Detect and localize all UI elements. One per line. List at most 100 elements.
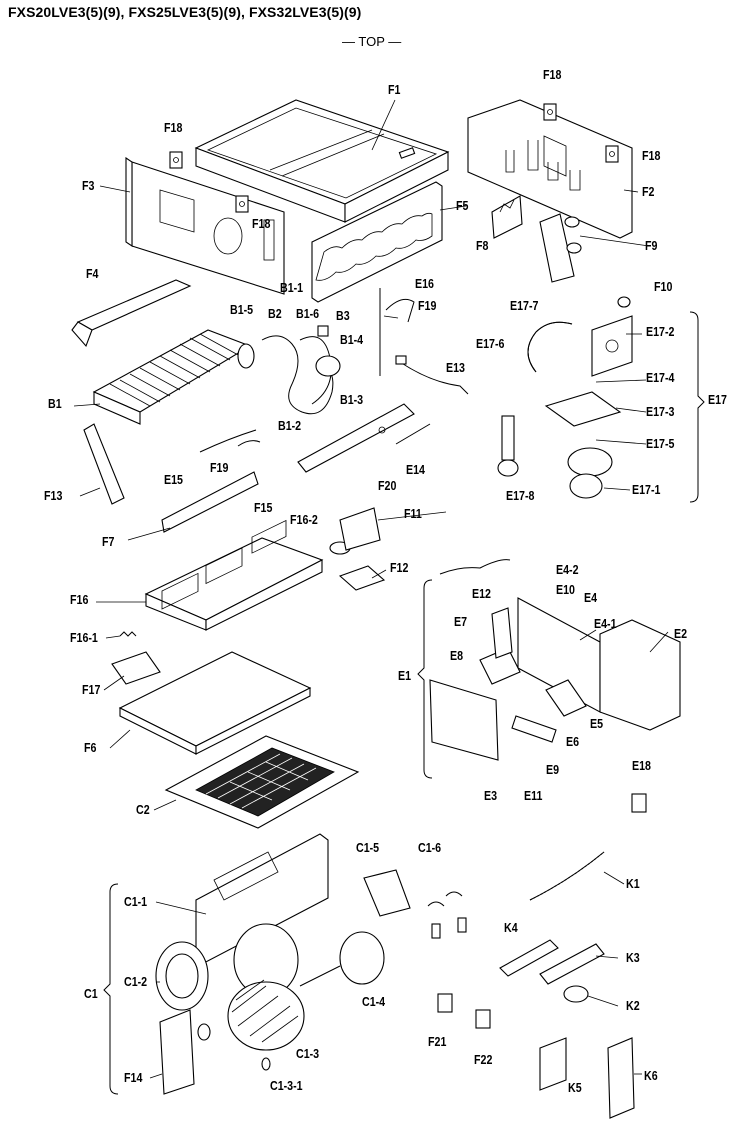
label-e4-2: E4-2 (556, 562, 579, 577)
part-f1-top-plate (194, 99, 450, 223)
label-e4-1: E4-1 (594, 616, 617, 631)
part-f12-plate (338, 565, 386, 591)
part-f7-plate (161, 471, 259, 533)
label-e12: E12 (472, 586, 491, 601)
part-f16-drain-pan (144, 519, 351, 631)
label-b3: B3 (336, 308, 350, 323)
label-f18: F18 (543, 67, 562, 82)
label-e15: E15 (164, 472, 183, 487)
label-f14: F14 (124, 1070, 143, 1085)
part-f15-rail (297, 403, 415, 473)
label-f22: F22 (474, 1052, 493, 1067)
diagram-title: FXS20LVE3(5)(9), FXS25LVE3(5)(9), FXS32L… (8, 4, 362, 20)
part-b1-heat-exchanger (92, 329, 255, 425)
label-e17-1: E17-1 (632, 482, 661, 497)
group-brackets (103, 311, 705, 1095)
label-e8: E8 (450, 648, 464, 663)
part-f2-right-panel (467, 99, 633, 239)
part-e14-rod (395, 423, 431, 445)
part-k6-sheet (607, 1037, 635, 1119)
label-f13: F13 (44, 488, 63, 503)
part-c1-5-bracket (363, 869, 411, 917)
label-e2: E2 (674, 626, 688, 641)
label-f3: F3 (82, 178, 95, 193)
part-e16-rod (379, 288, 415, 376)
label-e17-5: E17-5 (646, 436, 675, 451)
label-f18: F18 (164, 120, 183, 135)
label-f18: F18 (642, 148, 661, 163)
part-e17-drain-pump-assembly (497, 296, 633, 499)
part-c1-3-fan-rotor (227, 979, 305, 1071)
part-c1-4-motor (299, 931, 385, 987)
label-b1-2: B1-2 (278, 418, 302, 433)
label-f2: F2 (642, 184, 655, 199)
view-subtitle: — TOP — (342, 34, 402, 49)
label-e17-6: E17-6 (476, 336, 505, 351)
part-f14-bracket (159, 1009, 211, 1095)
label-e13: E13 (446, 360, 465, 375)
label-c1-3: C1-3 (296, 1046, 320, 1061)
label-e17-3: E17-3 (646, 404, 675, 419)
label-c1-2: C1-2 (124, 974, 148, 989)
label-f8: F8 (476, 238, 489, 253)
label-c1-6: C1-6 (418, 840, 442, 855)
label-f6: F6 (84, 740, 97, 755)
part-c1-2-bell-mouth (155, 941, 209, 1011)
label-e17: E17 (708, 392, 727, 407)
label-k5: K5 (568, 1080, 582, 1095)
label-c1: C1 (84, 986, 98, 1001)
label-e5: E5 (590, 716, 604, 731)
label-e16: E16 (415, 276, 434, 291)
part-f18-clip-set (169, 103, 619, 213)
part-b1-piping (261, 325, 341, 415)
label-b2: B2 (268, 306, 282, 321)
part-f4-top-plate (71, 279, 192, 348)
label-e10: E10 (556, 582, 575, 597)
label-f10: F10 (654, 279, 673, 294)
label-b1-1: B1-1 (280, 280, 304, 295)
label-f21: F21 (428, 1034, 447, 1049)
label-b1-5: B1-5 (230, 302, 254, 317)
label-k2: K2 (626, 998, 640, 1013)
label-f19: F19 (210, 460, 229, 475)
label-e14: E14 (406, 462, 425, 477)
leader-lines (73, 99, 669, 1079)
part-k2-clamp (563, 985, 589, 1003)
part-f5-front-panel (311, 181, 443, 303)
part-k3-insulation (539, 943, 605, 985)
label-b1: B1 (48, 396, 62, 411)
part-e15-sensor (199, 429, 261, 453)
label-c1-1: C1-1 (124, 894, 148, 909)
part-c2-grille (164, 735, 360, 829)
label-k6: K6 (644, 1068, 658, 1083)
label-f16-2: F16-2 (290, 512, 318, 527)
part-k4-insulation (499, 939, 559, 977)
label-f4: F4 (86, 266, 99, 281)
label-f11: F11 (404, 506, 422, 521)
label-k3: K3 (626, 950, 640, 965)
label-e17-7: E17-7 (510, 298, 539, 313)
label-k1: K1 (626, 876, 640, 891)
label-c1-3-1: C1-3-1 (270, 1078, 303, 1093)
label-e3: E3 (484, 788, 498, 803)
label-e4: E4 (584, 590, 598, 605)
part-c1-fan-housing (195, 833, 329, 997)
part-f13-support (83, 423, 125, 505)
label-e9: E9 (546, 762, 560, 777)
part-c1-6-clamp-set (427, 891, 467, 939)
part-k1-drain-hose (529, 851, 605, 901)
label-b1-4: B1-4 (340, 332, 364, 347)
label-e1: E1 (398, 668, 412, 683)
part-f21-f22-clips (437, 993, 491, 1029)
part-f6-cover-plate (118, 651, 312, 755)
part-f8-bracket (491, 195, 523, 239)
label-f19: F19 (418, 298, 437, 313)
part-f16-1-spring (119, 631, 137, 637)
label-e7: E7 (454, 614, 468, 629)
label-f15: F15 (254, 500, 273, 515)
label-b1-3: B1-3 (340, 392, 364, 407)
label-e17-2: E17-2 (646, 324, 675, 339)
label-f16: F16 (70, 592, 89, 607)
label-f17: F17 (82, 682, 101, 697)
